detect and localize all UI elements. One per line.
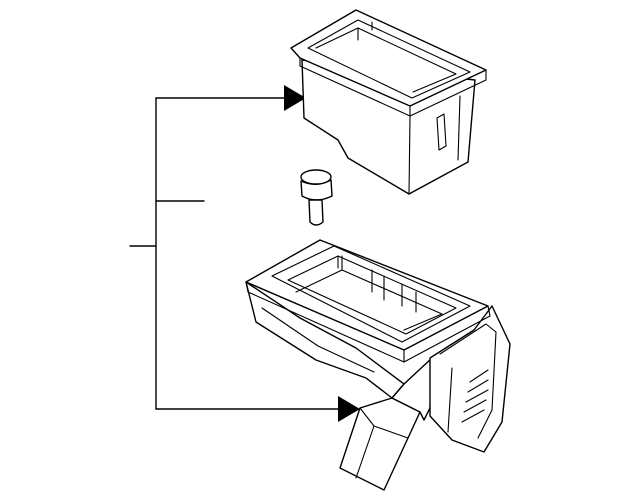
arrow-head-bottom [338,396,360,422]
console-housing [245,239,511,491]
callout-lines [129,85,360,422]
retaining-pin [300,169,333,226]
storage-bin-insert [290,9,487,195]
arrow-head-top [284,85,306,111]
